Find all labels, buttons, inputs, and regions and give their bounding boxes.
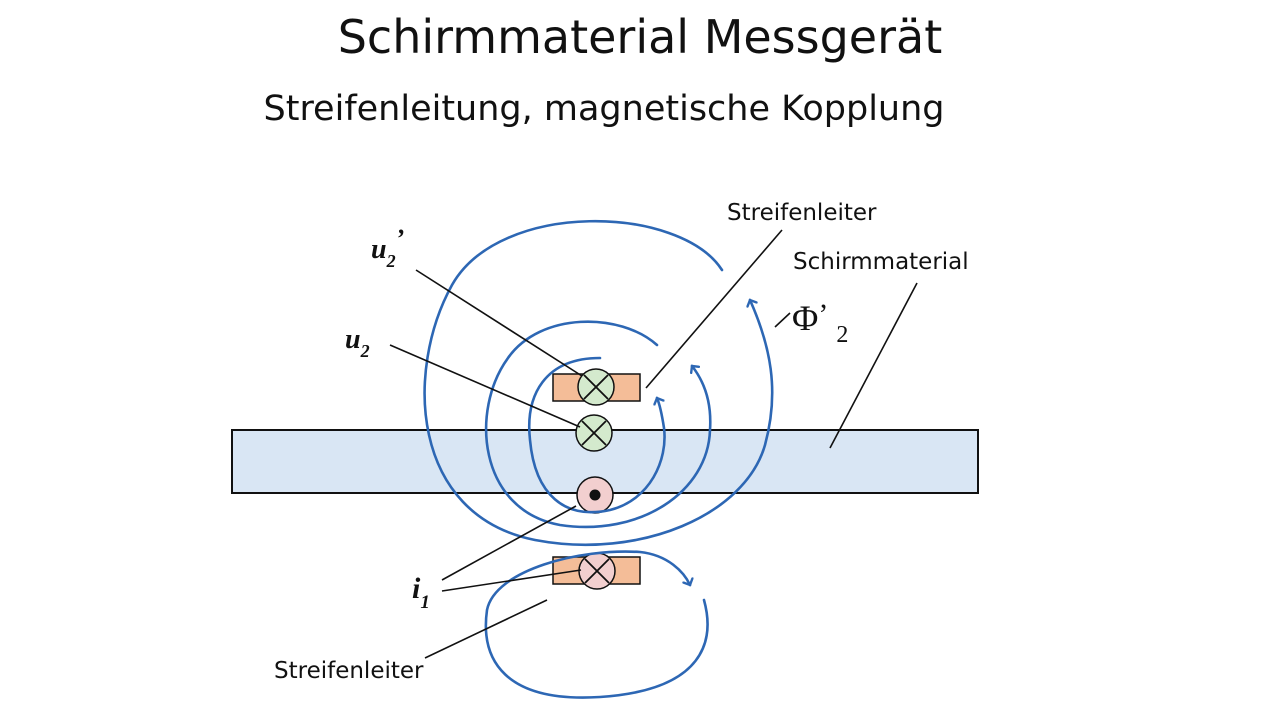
- flux-line-outer: [423, 219, 774, 547]
- circle-dot-icon: [576, 476, 614, 514]
- label-u2: u2: [345, 324, 370, 361]
- leader-strip-bottom: [424, 599, 548, 659]
- label-shield: Schirmmaterial: [793, 249, 969, 275]
- leader-strip-top: [645, 229, 783, 389]
- page-subtitle: Streifenleitung, magnetische Kopplung: [263, 89, 945, 129]
- circle-cross-icon: [578, 552, 616, 590]
- leader-shield: [829, 282, 918, 449]
- leader-i1-a: [441, 505, 577, 581]
- page-title: Schirmmaterial Messgerät: [337, 10, 943, 64]
- flux-line-middle: [484, 320, 712, 529]
- leader-i1-b: [441, 569, 582, 592]
- leader-phi: [774, 312, 791, 328]
- circle-cross-icon: [577, 368, 615, 406]
- label-phi: Φ’2: [792, 298, 848, 348]
- leader-u2: [389, 344, 581, 428]
- label-u2-prime: u2’: [371, 224, 404, 271]
- flux-line-inner: [527, 356, 666, 514]
- label-i1: i1: [412, 572, 430, 613]
- leader-u2-prime: [415, 269, 583, 377]
- flux-line-bottom: [484, 550, 709, 699]
- label-strip-top: Streifenleiter: [727, 200, 877, 226]
- label-strip-bottom: Streifenleiter: [274, 658, 424, 684]
- circle-cross-icon: [575, 414, 613, 452]
